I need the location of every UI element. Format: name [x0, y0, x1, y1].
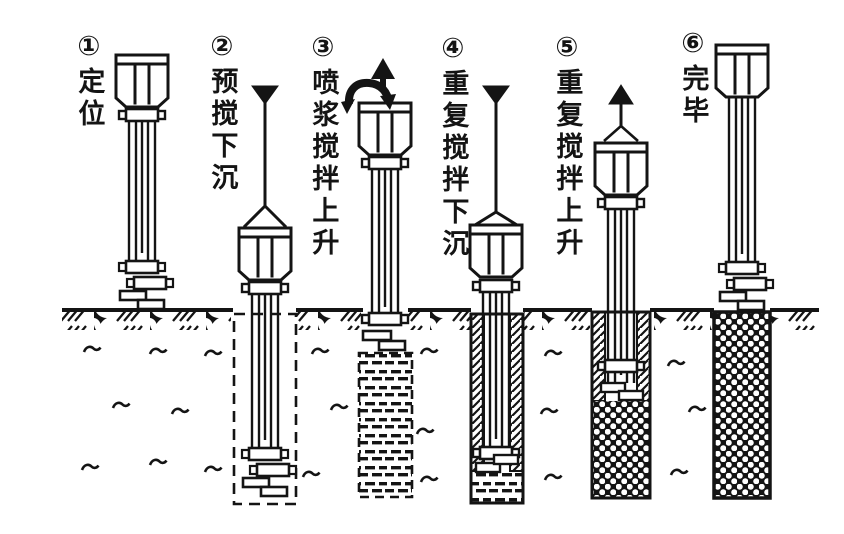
step4-down-arrow-icon [474, 85, 518, 227]
step2-mixer-machine [237, 226, 298, 498]
step1-mixer-machine [114, 53, 175, 311]
step4-label: ④重复搅拌下沉 [437, 33, 469, 261]
step5-label: ⑤重复搅拌上升 [551, 32, 583, 260]
step1-label: ①定位 [73, 31, 105, 131]
step6-mixer-machine [714, 43, 775, 312]
step2-label: ②预搅下沉 [206, 31, 238, 195]
step5-up-arrow-icon [603, 84, 639, 142]
step3-grout-pipe-icon [341, 78, 396, 114]
step3-mixer-machine [357, 101, 413, 352]
step3-label: ③喷浆搅拌上升 [307, 32, 339, 260]
ground-surface-hatch [62, 312, 819, 330]
step4-mixer-machine [468, 223, 524, 474]
step6-finished-pile [712, 310, 772, 500]
step2-down-arrow-icon [242, 85, 288, 229]
step5-mixer-machine [593, 141, 649, 402]
step3-grout-column [357, 351, 414, 499]
step6-label: ⑥完毕 [677, 28, 709, 128]
